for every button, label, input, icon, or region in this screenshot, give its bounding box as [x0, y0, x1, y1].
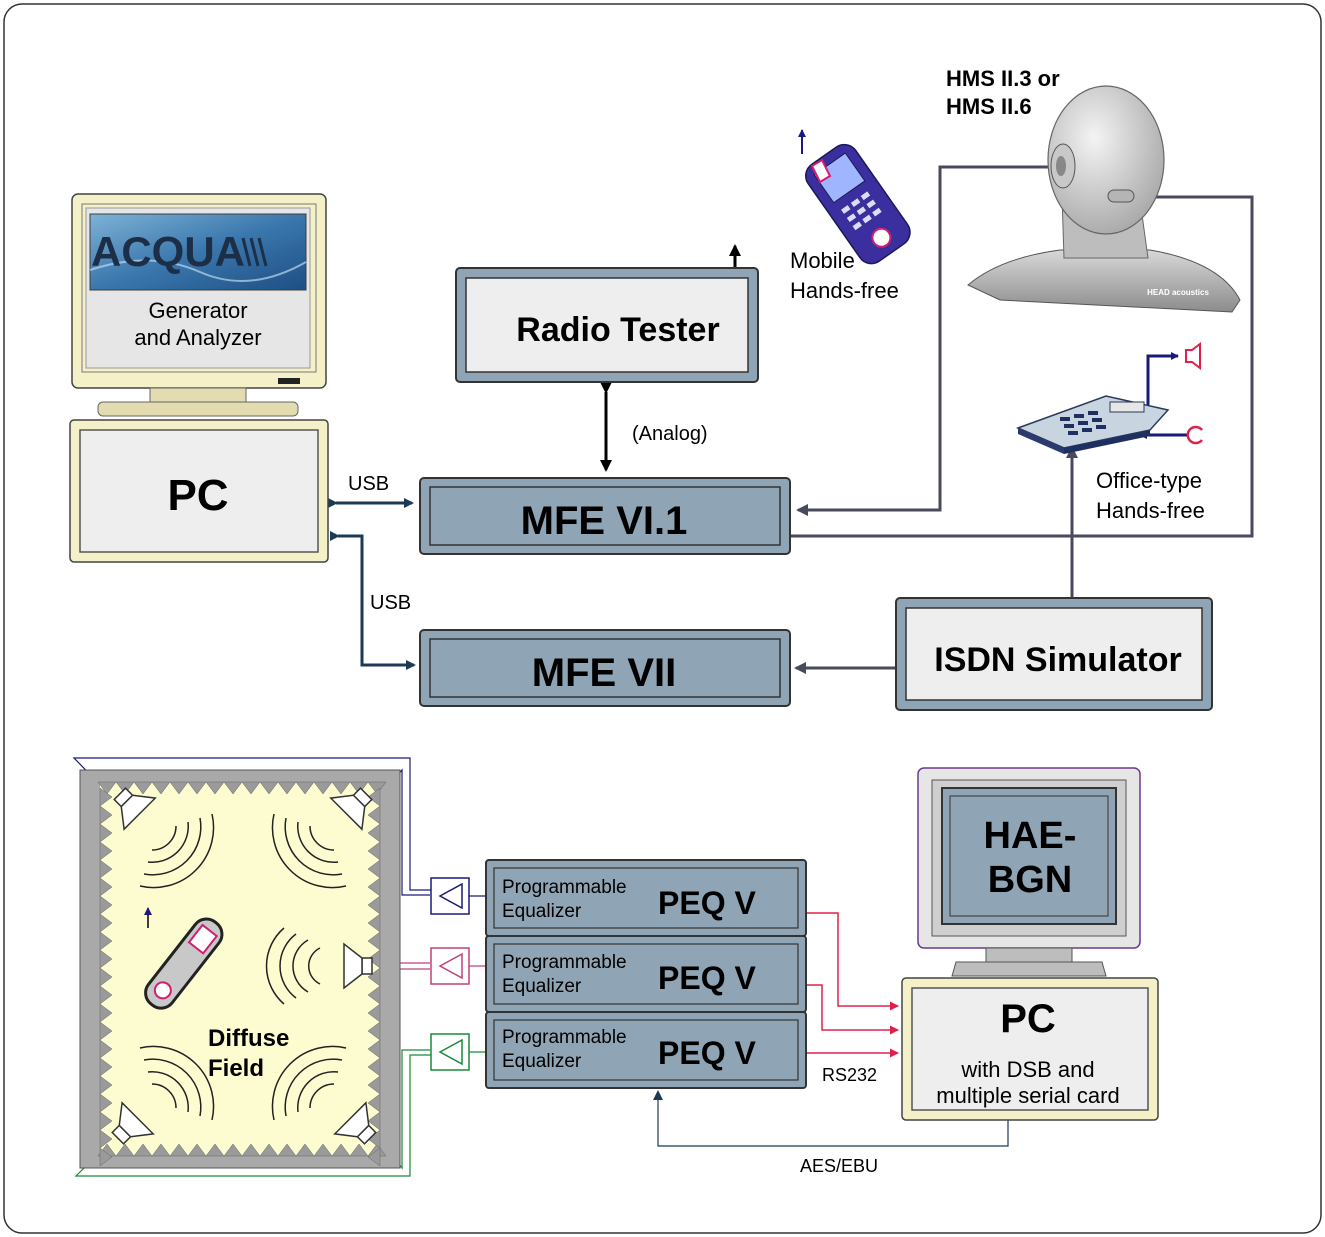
peq-2-small-line2: Equalizer: [502, 976, 582, 997]
mobile-mic-icon: [871, 227, 892, 248]
mfe-vi-label: MFE VI.1: [521, 499, 688, 543]
radio-tester: Radio Tester: [455, 267, 759, 383]
mobile-label-line2: Hands-free: [790, 278, 899, 303]
speaker-top-left-icon: [113, 787, 157, 831]
peq-1-label: PEQ V: [658, 885, 756, 921]
bgn-pc-sub-line1: with DSB and: [960, 1057, 1094, 1082]
office-speaker-icon: [1185, 342, 1201, 370]
acqua-logo: ACQUA: [91, 228, 245, 275]
device-under-test-icon: [144, 917, 224, 1010]
peq-1-small-line2: Equalizer: [502, 901, 582, 922]
peq-3-small-line1: Programmable: [502, 1027, 627, 1048]
radio-tester-label: Radio Tester: [516, 311, 719, 349]
peq-2-small-line1: Programmable: [502, 952, 627, 973]
diffuse-label-line2: Field: [208, 1055, 264, 1082]
amplifier-2-icon: [430, 947, 490, 985]
analog-label: (Analog): [632, 423, 708, 445]
office-mic-icon: [1186, 425, 1203, 445]
office-label-line2: Hands-free: [1096, 498, 1205, 523]
office-phone: [1015, 342, 1203, 454]
bgn-workstation: HAE- BGN PC with DSB and multiple serial…: [901, 767, 1159, 1121]
mobile-speaker-icon: [810, 158, 832, 184]
isdn-label: ISDN Simulator: [934, 641, 1181, 679]
mfe-vii-label: MFE VII: [532, 651, 676, 695]
bgn-pc-sub-line2: multiple serial card: [936, 1083, 1119, 1108]
speaker-bottom-left-icon: [111, 1101, 155, 1145]
mobile-phone: [798, 129, 911, 265]
head-label-line1: HMS II.3 or: [946, 66, 1060, 91]
acqua-screen-line1: Generator: [148, 298, 247, 323]
amplifier-1-icon: [430, 877, 490, 915]
head-bust: [967, 249, 1241, 313]
peq-unit-2: Programmable Equalizer PEQ V: [485, 935, 807, 1013]
bgn-screen-line2: BGN: [988, 859, 1072, 901]
head-shape: [1047, 85, 1165, 235]
sound-waves: [139, 813, 347, 1121]
speaker-middle-icon: [343, 942, 373, 990]
head-label-line2: HMS II.6: [946, 94, 1032, 119]
aes-ebu-label: AES/EBU: [800, 1156, 878, 1176]
peq-3-label: PEQ V: [658, 1035, 756, 1071]
acqua-pc-label: PC: [167, 471, 228, 520]
head-brand: HEAD acoustics: [1147, 288, 1209, 297]
isdn-simulator: ISDN Simulator: [895, 597, 1213, 711]
usb-label-2: USB: [370, 592, 411, 614]
acqua-workstation: ACQUA Generator and Analyzer PC: [69, 193, 329, 563]
head-simulator: HEAD acoustics HMS II.3 or HMS II.6: [946, 66, 1241, 313]
usb-label-1: USB: [348, 473, 389, 495]
acqua-screen-line2: and Analyzer: [134, 325, 261, 350]
speaker-top-right-icon: [329, 787, 373, 831]
peq-unit-1: Programmable Equalizer PEQ V: [485, 859, 807, 937]
peq-unit-3: Programmable Equalizer PEQ V: [485, 1011, 807, 1089]
mfe-vii-device: MFE VII: [419, 629, 791, 707]
speaker-bottom-right-icon: [333, 1101, 377, 1145]
amplifier-3-icon: [430, 1033, 490, 1071]
diffuse-field-room: Diffuse Field: [79, 769, 401, 1169]
mouth-icon: [1107, 189, 1135, 203]
bgn-screen-line1: HAE-: [984, 815, 1077, 857]
bgn-pc-label: PC: [1000, 997, 1056, 1041]
mfe-vi-device: MFE VI.1: [419, 477, 791, 555]
peq-2-label: PEQ V: [658, 960, 756, 996]
peq-1-small-line1: Programmable: [502, 877, 627, 898]
mobile-label-line1: Mobile: [790, 248, 855, 273]
office-label-line1: Office-type: [1096, 468, 1202, 493]
rs232-label: RS232: [822, 1065, 877, 1085]
diffuse-field-area: [100, 782, 380, 1156]
peq-3-small-line2: Equalizer: [502, 1051, 582, 1072]
diffuse-label-line1: Diffuse: [208, 1025, 289, 1052]
